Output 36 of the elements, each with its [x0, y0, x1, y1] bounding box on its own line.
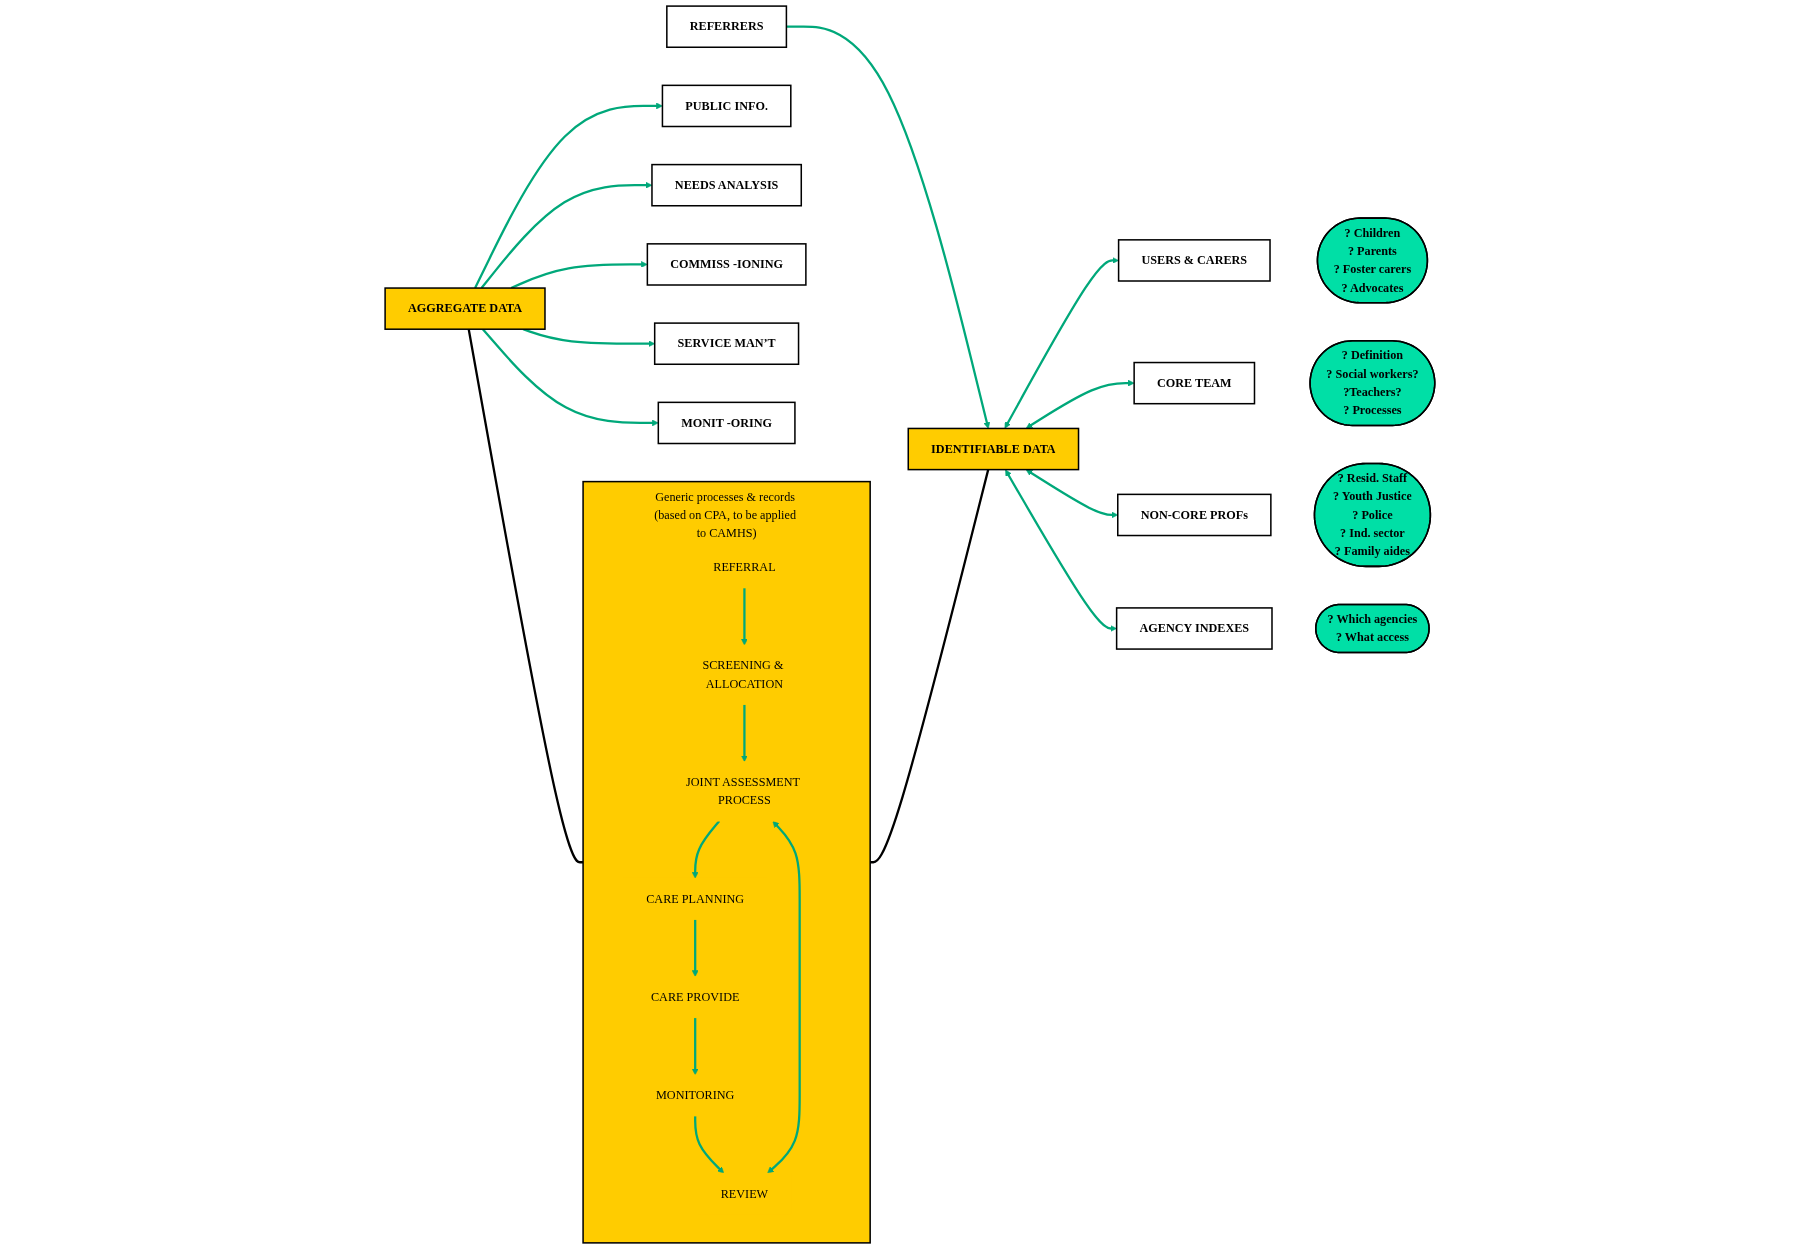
- node-box: AGGREGATE DATA: [383, 287, 546, 330]
- arrow: [691, 919, 699, 977]
- arrow: [740, 704, 748, 762]
- node-text: MONITORING: [655, 1088, 734, 1102]
- node-box: NEEDS ANALYSIS: [650, 163, 802, 207]
- node-box: COMMISS -IONING: [646, 243, 807, 286]
- arrow: [786, 25, 990, 429]
- arrow: [766, 821, 801, 1174]
- arrow: [691, 820, 720, 879]
- node-box: SERVICE MAN’T: [653, 322, 799, 365]
- arrow: [691, 1017, 699, 1076]
- node-box: CORE TEAM: [1132, 361, 1255, 405]
- connector: [467, 329, 583, 864]
- node-text: REFERRAL: [712, 560, 776, 574]
- arrow: [522, 328, 655, 348]
- node-text: SCREENING & ALLOCATION: [701, 658, 783, 691]
- node-box: PUBLIC INFO.: [661, 84, 792, 128]
- node-box: IDENTIFIABLE DATA: [907, 427, 1079, 471]
- connector: [869, 469, 989, 864]
- arrow: [1004, 469, 1117, 632]
- node-text: CARE PROVIDE: [650, 990, 739, 1004]
- arrow: [1025, 469, 1118, 519]
- node-box: NON-CORE PROFs: [1116, 493, 1272, 537]
- node-text: REVIEW: [720, 1186, 768, 1200]
- arrow: [480, 181, 652, 289]
- arrow: [473, 102, 663, 289]
- node-box: MONIT -ORING: [657, 401, 796, 445]
- node-text: CARE PLANNING: [645, 891, 744, 905]
- arrow: [693, 1116, 724, 1174]
- arrow: [1025, 379, 1134, 429]
- node-box: USERS & CARERS: [1117, 239, 1271, 282]
- node-box: REFERRERS: [665, 5, 787, 48]
- arrow: [740, 587, 748, 646]
- arrow: [1004, 257, 1119, 429]
- node-box: AGENCY INDEXES: [1115, 607, 1273, 650]
- node-text: JOINT ASSESSMENT PROCESS: [685, 775, 800, 807]
